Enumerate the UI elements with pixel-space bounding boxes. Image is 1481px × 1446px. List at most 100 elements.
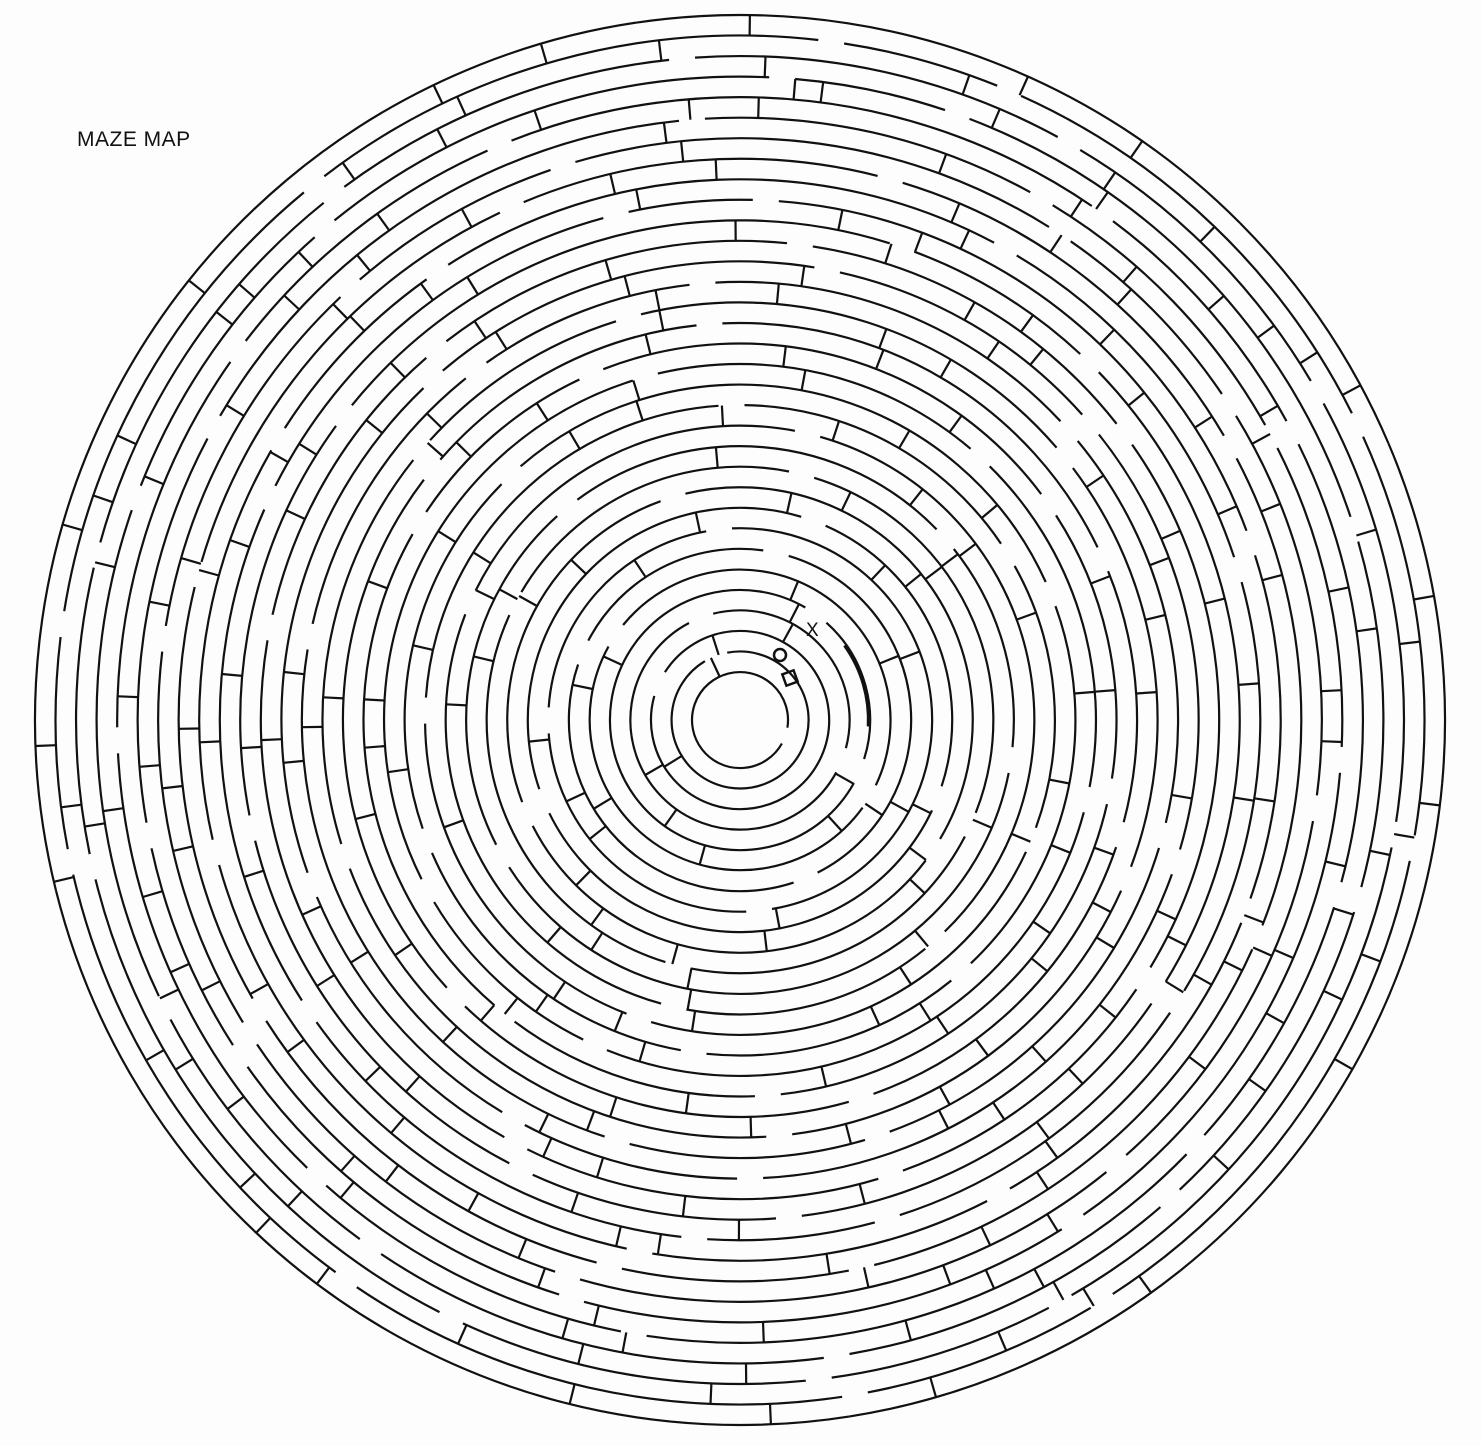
maze-ring-wall <box>1363 437 1424 836</box>
maze-ring-wall <box>732 528 932 909</box>
maze-radial-wall <box>1123 267 1137 283</box>
maze-radial-wall <box>915 931 928 947</box>
maze-radial-wall <box>162 786 182 788</box>
maze-radial-wall <box>1030 349 1043 365</box>
maze-ring-wall <box>692 672 788 768</box>
maze-ring-wall <box>1236 416 1322 796</box>
maze-radial-wall <box>1361 954 1380 961</box>
maze-ring-wall <box>322 460 413 844</box>
maze-radial-wall <box>930 1378 936 1398</box>
maze-radial-wall <box>85 823 105 826</box>
maze-ring-wall <box>352 220 890 405</box>
maze-radial-wall <box>833 421 839 441</box>
maze-radial-wall <box>665 809 677 826</box>
maze-radial-wall <box>925 567 941 579</box>
maze-radial-wall <box>391 363 405 378</box>
maze-radial-wall <box>783 624 793 642</box>
maze-radial-wall <box>993 1103 1004 1120</box>
maze-radial-wall <box>1050 235 1061 252</box>
maze-radial-wall <box>437 129 446 147</box>
maze-radial-wall <box>1205 599 1225 604</box>
maze-ring-wall <box>1113 221 1287 421</box>
maze-ring-wall <box>603 344 1041 495</box>
maze-ring-wall <box>814 478 993 813</box>
maze-radial-wall <box>286 510 305 519</box>
maze-radial-wall <box>1037 1122 1049 1139</box>
maze-radial-wall <box>388 769 408 772</box>
maze-radial-wall <box>519 596 537 606</box>
maze-radial-wall <box>899 431 909 449</box>
maze-ring-wall <box>255 841 509 1164</box>
maze-radial-wall <box>973 820 992 828</box>
maze-radial-wall <box>885 244 891 264</box>
maze-radial-wall <box>391 1117 404 1133</box>
maze-radial-wall <box>1136 692 1157 693</box>
maze-radial-wall <box>93 496 112 503</box>
maze-radial-wall <box>860 1184 865 1204</box>
maze-radial-wall <box>1094 848 1113 855</box>
maze-radial-wall <box>700 845 706 865</box>
maze-radial-wall <box>1100 330 1114 345</box>
maze-radial-wall <box>802 370 806 390</box>
maze-radial-wall <box>103 808 123 811</box>
maze-radial-wall <box>443 1027 457 1042</box>
maze-ring-wall <box>1017 255 1247 530</box>
maze-radial-wall <box>838 210 842 230</box>
maze-ring-wall <box>275 218 603 486</box>
maze-radial-wall <box>473 552 490 563</box>
maze-radial-wall <box>365 746 386 748</box>
maze-radial-wall <box>356 814 376 819</box>
maze-radial-wall <box>1252 434 1270 444</box>
maze-radial-wall <box>341 1182 354 1198</box>
maze-radial-wall <box>633 380 639 400</box>
maze-radial-wall <box>801 266 804 286</box>
maze-radial-wall <box>241 747 262 748</box>
maze-ring-wall <box>199 450 271 840</box>
maze-radial-wall <box>547 927 561 943</box>
maze-radial-wall <box>1321 690 1342 691</box>
maze-radial-wall <box>1045 1141 1057 1158</box>
maze-radial-wall <box>299 252 313 267</box>
maze-radial-wall <box>1117 289 1131 304</box>
maze-radial-wall <box>656 290 660 310</box>
maze-radial-wall <box>864 1267 869 1287</box>
maze-radial-wall <box>664 123 667 143</box>
maze-radial-wall <box>171 964 190 972</box>
maze-ring-wall <box>1083 773 1340 1215</box>
maze-radial-wall <box>1087 476 1104 488</box>
maze-ring-wall <box>1010 923 1241 1189</box>
maze-radial-wall <box>438 531 455 542</box>
maze-radial-wall <box>176 1059 193 1070</box>
maze-ring-wall <box>630 1140 865 1158</box>
maze-ring-wall <box>179 587 253 999</box>
maze-radial-wall <box>570 1384 575 1404</box>
maze-ring-wall <box>317 897 502 1112</box>
maze-ring-wall <box>629 200 753 212</box>
maze-ring-wall <box>685 487 972 839</box>
maze-radial-wall <box>283 761 303 763</box>
maze-radial-wall <box>615 1012 623 1031</box>
maze-radial-wall <box>711 658 720 677</box>
maze-radial-wall <box>880 656 899 664</box>
maze-radial-wall <box>998 1332 1006 1351</box>
maze-radial-wall <box>36 745 57 746</box>
maze-ring-wall <box>795 79 945 110</box>
maze-radial-wall <box>664 756 682 767</box>
maze-ring-wall <box>1071 241 1222 394</box>
maze-radial-wall <box>1394 834 1414 838</box>
maze-radial-wall <box>1260 406 1278 416</box>
maze-radial-wall <box>1128 393 1144 406</box>
maze-radial-wall <box>777 284 779 305</box>
maze-ring-wall <box>1250 555 1280 898</box>
maze-radial-wall <box>1051 845 1070 853</box>
maze-radial-wall <box>1275 950 1294 958</box>
maze-ring-wall <box>434 902 583 1040</box>
maze-radial-wall <box>821 1067 826 1087</box>
maze-radial-wall <box>1300 352 1317 363</box>
maze-radial-wall <box>386 1165 399 1181</box>
maze-radial-wall <box>1037 1172 1048 1189</box>
maze-radial-wall <box>364 699 385 700</box>
maze-radial-wall <box>939 154 946 173</box>
maze-radial-wall <box>261 739 282 740</box>
maze-radial-wall <box>976 1039 988 1056</box>
